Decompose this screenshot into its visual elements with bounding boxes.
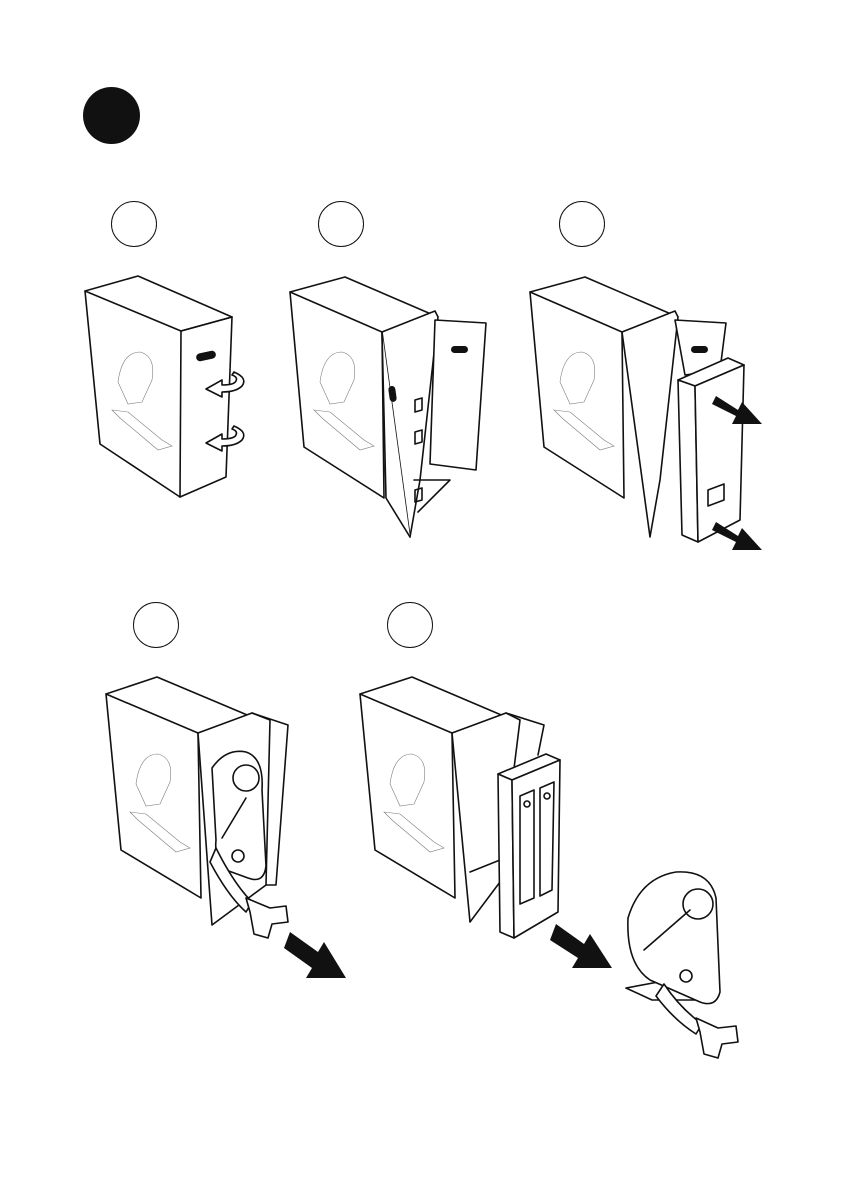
remove-insert-icon (530, 277, 762, 550)
opened-box-icon (290, 277, 486, 537)
remove-tray-icon (360, 677, 738, 1058)
remove-tap-icon (106, 677, 346, 978)
open-end-flaps-icon (85, 276, 244, 497)
